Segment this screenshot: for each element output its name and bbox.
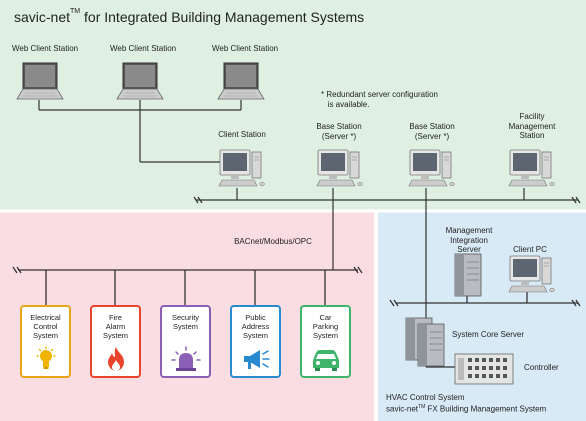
car-parking-system-box: Car Parking System: [300, 305, 351, 378]
siren-icon: [162, 346, 209, 372]
car-icon: [302, 346, 349, 372]
web-client-label-2: Web Client Station: [110, 44, 177, 53]
web-client-laptop-3: [217, 62, 265, 100]
hvac-footer-line1: HVAC Control System: [386, 393, 465, 402]
controller-label: Controller: [524, 363, 559, 372]
web-client-label-1: Web Client Station: [12, 44, 79, 53]
management-server-label: Management Integration Server: [445, 226, 493, 254]
subsystem-label: Car Parking System: [312, 313, 339, 340]
security-system-box: Security System: [160, 305, 211, 378]
core-server-label: System Core Server: [452, 330, 525, 339]
subsystem-bus: [12, 266, 363, 305]
subsystem-label: Electrical Control System: [30, 313, 61, 340]
management-server-rack: [454, 253, 482, 297]
building-management-region: [0, 0, 586, 210]
fire-icon: [92, 346, 139, 372]
base-station-2-label: Base Station (Server *): [409, 122, 455, 141]
fire-alarm-system-box: Fire Alarm System: [90, 305, 141, 378]
subsystem-label: Security System: [171, 313, 200, 331]
subsystem-label: Fire Alarm System: [102, 313, 128, 340]
client-pc-label: Client PC: [513, 245, 547, 254]
web-client-laptop-1: [16, 62, 64, 100]
redundancy-note: * Redundant server configuration is avai…: [321, 90, 438, 109]
page-title: savic-netTM for Integrated Building Mana…: [14, 8, 365, 25]
web-client-laptop-2: [116, 62, 164, 100]
base-station-1-label: Base Station (Server *): [316, 122, 362, 141]
hvac-footer-line2: savic-netTM FX Building Management Syste…: [386, 404, 547, 414]
client-station-label: Client Station: [218, 130, 266, 139]
megaphone-icon: [232, 346, 279, 372]
subsystem-label: Public Address System: [241, 313, 270, 340]
web-client-label-3: Web Client Station: [212, 44, 279, 53]
public-address-system-box: Public Address System: [230, 305, 281, 378]
lightbulb-icon: [22, 346, 69, 372]
system-core-server: [405, 317, 445, 367]
main-backbone: [193, 196, 581, 204]
controller-unit: [454, 353, 514, 385]
electrical-control-system-box: Electrical Control System: [20, 305, 71, 378]
facility-station-label: Facility Management Station: [508, 112, 556, 140]
hvac-region: [378, 212, 586, 421]
protocol-label: BACnet/Modbus/OPC: [234, 237, 312, 246]
